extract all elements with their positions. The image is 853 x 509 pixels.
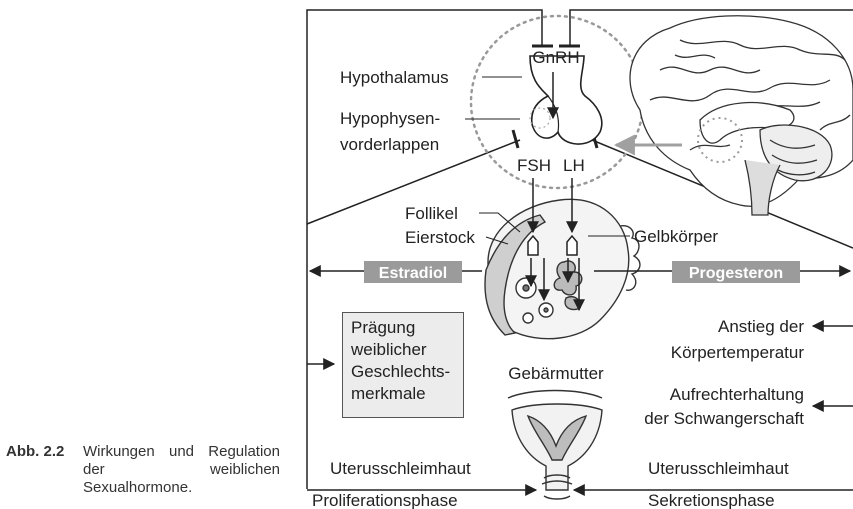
brain-illustration bbox=[630, 16, 853, 215]
box-line-3: Geschlechts- bbox=[351, 361, 455, 383]
gelbkoerper-label: Gelbkörper bbox=[634, 227, 718, 246]
hypothalamus-label: Hypothalamus bbox=[340, 68, 449, 87]
box-line-1: Prägung bbox=[351, 317, 455, 339]
eierstock-label: Eierstock bbox=[405, 228, 475, 247]
box-line-2: weiblicher bbox=[351, 339, 455, 361]
proliferation-label: Proliferationsphase bbox=[312, 491, 458, 509]
estradiol-label: Estradiol bbox=[379, 265, 447, 282]
aufrecht-label-1: Aufrechterhaltung bbox=[670, 385, 804, 404]
secondary-sex-characteristics-box: Prägung weiblicher Geschlechts- merkmale bbox=[342, 312, 464, 418]
hypophysen-label-1: Hypophysen- bbox=[340, 109, 440, 128]
aufrecht-label-2: der Schwangerschaft bbox=[644, 409, 804, 428]
uterus-label-left: Uterusschleimhaut bbox=[330, 459, 471, 478]
sekretion-label: Sekretionsphase bbox=[648, 491, 775, 509]
uterus-label-right: Uterusschleimhaut bbox=[648, 459, 789, 478]
box-line-4: merkmale bbox=[351, 383, 455, 405]
follikel-label: Follikel bbox=[405, 204, 458, 223]
anstieg-label-2: Körpertemperatur bbox=[671, 343, 805, 362]
anstieg-label-1: Anstieg der bbox=[718, 317, 804, 336]
progesteron-label: Progesteron bbox=[689, 265, 783, 282]
fsh-label: FSH bbox=[517, 156, 551, 175]
gnrh-label: GnRH bbox=[532, 48, 579, 67]
uterus-illustration bbox=[508, 391, 602, 500]
ovary-illustration bbox=[485, 199, 640, 338]
hypophysen-label-2: vorderlappen bbox=[340, 135, 439, 154]
pituitary-gland-shape bbox=[530, 56, 602, 144]
gebaermutter-label: Gebärmutter bbox=[508, 364, 604, 383]
lh-label: LH bbox=[563, 156, 585, 175]
